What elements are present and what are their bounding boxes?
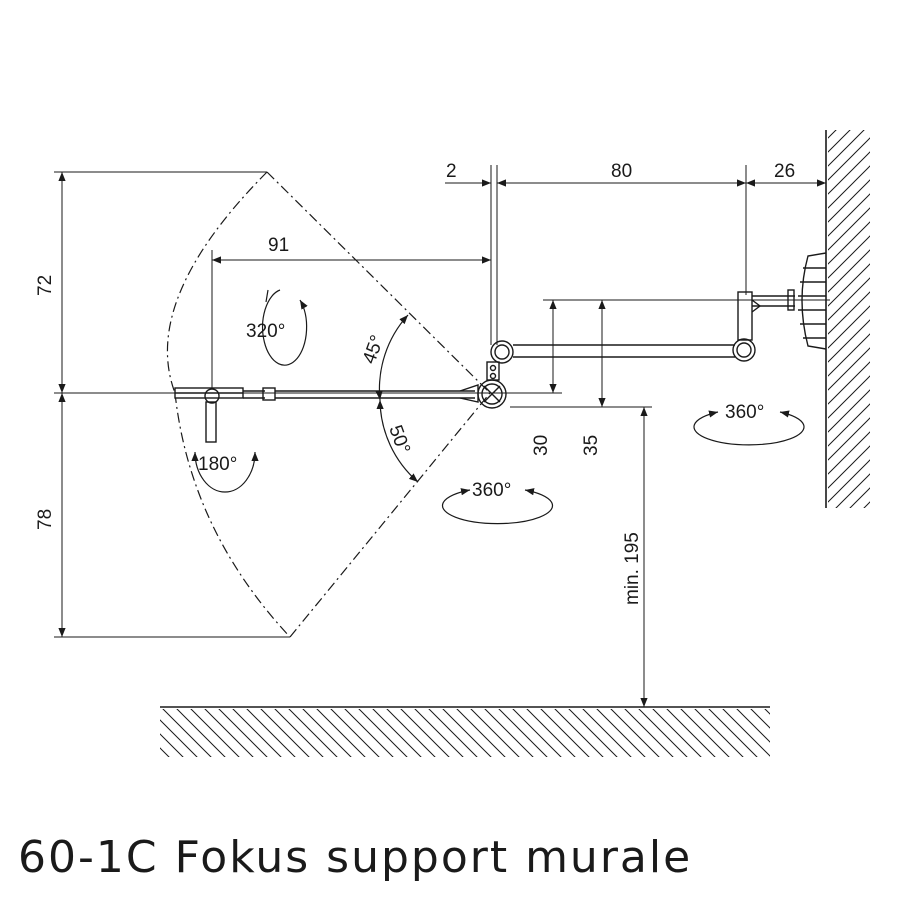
floor bbox=[160, 706, 770, 757]
floor-clearance-label: min. 195 bbox=[622, 532, 643, 605]
angle-45-label: 45° bbox=[359, 333, 389, 367]
extension-lines bbox=[54, 165, 830, 638]
dim-2-label: 2 bbox=[446, 161, 457, 182]
dim-26-label: 26 bbox=[774, 161, 795, 182]
swing-envelope bbox=[166, 171, 491, 638]
rotation-indicators bbox=[191, 289, 805, 525]
angle-arcs bbox=[375, 314, 419, 483]
wall-bracket bbox=[798, 252, 827, 350]
dim-78-label: 78 bbox=[35, 509, 56, 530]
angle-320-label: 320° bbox=[246, 321, 285, 342]
support-arm bbox=[513, 289, 795, 362]
dim-91-label: 91 bbox=[268, 235, 289, 256]
angle-180-label: 180° bbox=[198, 454, 237, 475]
angle-360-joint-label: 360° bbox=[472, 480, 511, 501]
elbow-joint bbox=[477, 340, 514, 409]
dimension-lines bbox=[58, 172, 826, 707]
dim-35-label: 35 bbox=[581, 435, 602, 456]
page-title: 60-1C Fokus support murale bbox=[18, 832, 693, 883]
dim-80-label: 80 bbox=[611, 161, 632, 182]
dim-30-label: 30 bbox=[531, 435, 552, 456]
angle-50-label: 50° bbox=[384, 423, 414, 457]
dim-72-label: 72 bbox=[35, 275, 56, 296]
angle-360-wall-label: 360° bbox=[725, 402, 764, 423]
lamp-head bbox=[174, 384, 479, 443]
wall bbox=[825, 130, 870, 508]
